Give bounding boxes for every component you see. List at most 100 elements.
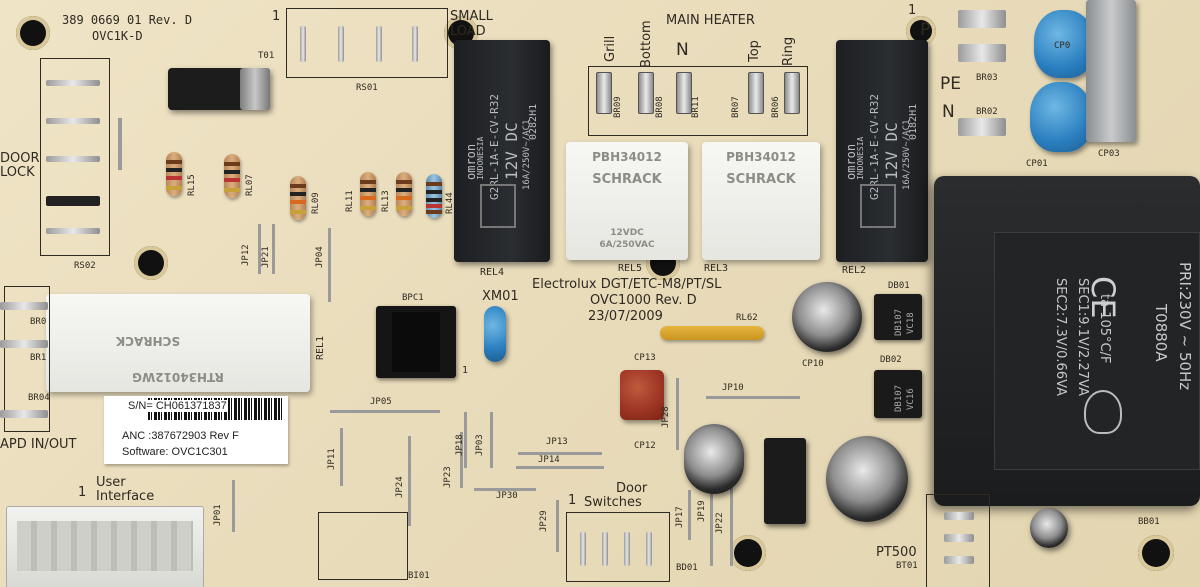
spade-terminal-br06 <box>784 72 800 114</box>
pt500-connector-outline <box>926 494 990 587</box>
mounting-hole <box>16 16 50 50</box>
transformer: PRI:230V ~ 50Hz T0880A ta 105°C/F SEC1:9… <box>934 176 1200 506</box>
electrolytic-capacitor <box>1030 508 1068 548</box>
resistor-rl13 <box>396 158 412 230</box>
mounting-hole <box>730 535 766 571</box>
ref-jp19: JP19 <box>697 500 707 522</box>
connector-pin <box>0 302 48 310</box>
label-pe: PE <box>940 74 961 94</box>
ref-bi01: BI01 <box>408 571 430 581</box>
relay-coil: 12VDC <box>610 228 644 238</box>
relay-rel5: PBH34012 SCHRACK 12VDC 6A/250VAC <box>566 142 688 260</box>
ref-br11: BR11 <box>691 96 701 118</box>
ref-bd01: BD01 <box>676 563 698 573</box>
connector-slots <box>17 521 193 571</box>
mounting-hole <box>1138 535 1174 571</box>
ref-rl07: RL07 <box>245 174 255 196</box>
ref-bt01: BT01 <box>896 561 918 571</box>
spade-terminal-n <box>958 118 1006 136</box>
resistor-rl07 <box>224 140 240 212</box>
connector-pin <box>624 532 630 566</box>
ref-jp21: JP21 <box>261 246 271 268</box>
ref-br09: BR09 <box>613 96 623 118</box>
ref-rs02: RS02 <box>74 261 96 271</box>
ref-jp17: JP17 <box>675 506 685 528</box>
electrolytic-capacitor <box>684 424 744 494</box>
ref-br07: BR07 <box>731 96 741 118</box>
ref-jp11: JP11 <box>327 448 337 470</box>
jumper-jp13 <box>518 452 602 455</box>
relay-model: PBH34012 <box>726 150 796 164</box>
ref-t01: T01 <box>258 51 275 61</box>
capacitor-cp0 <box>1034 10 1094 78</box>
connector-pin <box>944 534 974 542</box>
relay-date-code: 0282H1 <box>528 103 539 140</box>
ref-rs01: RS01 <box>356 83 378 93</box>
relay-country: INDONESIA <box>856 136 865 180</box>
sticker-software: Software: OVC1C301 <box>122 446 228 458</box>
ref-rl15: RL15 <box>187 174 197 196</box>
ref-jp12: JP12 <box>241 244 251 266</box>
pin-one-marker: 1 <box>462 365 469 376</box>
connector-pin <box>944 512 974 520</box>
ref-cp10: CP10 <box>802 359 824 369</box>
connector-pin <box>944 556 974 564</box>
bridge-marking: DB107 <box>894 308 904 336</box>
pin-one-marker: 1 <box>78 485 87 500</box>
board-silk-line-2: OVC1000 Rev. D <box>590 293 697 308</box>
ref-br0: BR0 <box>30 317 47 327</box>
relay-rating: 6A/250VAC <box>599 240 655 250</box>
capacitor-cp10 <box>792 282 862 352</box>
relay-date-code: 0182H1 <box>908 103 919 140</box>
heater-label-ring: Ring <box>781 36 796 66</box>
apd-connector-outline <box>4 286 50 432</box>
ref-jp14: JP14 <box>538 455 560 465</box>
jumper-jp10 <box>706 396 800 399</box>
capacitor-cp13 <box>620 370 664 420</box>
door-switches-label: Door <box>616 481 648 496</box>
door-lock-label-2: LOCK <box>0 165 35 180</box>
sticker-anc: ANC :387672903 Rev F <box>122 430 239 442</box>
ref-rl62: RL62 <box>736 313 758 323</box>
connector-pin <box>46 228 100 234</box>
relay-side-model: RTH34012WG <box>132 370 224 384</box>
spade-terminal-br08 <box>638 72 654 114</box>
ref-rel3: REL3 <box>704 263 729 274</box>
ref-cp12: CP12 <box>634 441 656 451</box>
board-silk-line-1: Electrolux DGT/ETC-M8/PT/SL <box>532 277 722 292</box>
capacitor-cp03 <box>1086 0 1136 142</box>
resistor-rl62 <box>660 326 764 340</box>
ref-db02: DB02 <box>880 355 902 365</box>
heater-label-n: N <box>676 40 689 60</box>
resistor-rl11 <box>360 158 376 230</box>
jumper-jp11 <box>340 428 343 486</box>
jumper <box>118 118 122 170</box>
ref-rl09: RL09 <box>311 192 321 214</box>
door-lock-label: DOOR <box>0 151 40 166</box>
capacitor-xm01 <box>484 306 506 362</box>
jumper-jp22 <box>730 480 733 566</box>
jumper-jp19 <box>710 490 713 566</box>
ref-br04: BR04 <box>28 393 50 403</box>
relay-brand: SCHRACK <box>592 172 662 187</box>
board-code: OVC1K-D <box>92 29 143 43</box>
board-silk-line-3: 23/07/2009 <box>588 309 663 324</box>
ref-br08: BR08 <box>655 96 665 118</box>
ref-rl13: RL13 <box>381 190 391 212</box>
spade-terminal-br09 <box>596 72 612 114</box>
heater-connector-outline <box>588 66 808 136</box>
ref-cp01: CP01 <box>1026 159 1048 169</box>
ref-jp10: JP10 <box>722 383 744 393</box>
main-heater-label: MAIN HEATER <box>666 13 755 28</box>
spade-terminal-br07 <box>748 72 764 114</box>
pt500-label: PT500 <box>876 545 917 560</box>
jumper-jp04 <box>328 228 331 302</box>
ref-jp30: JP30 <box>496 491 518 501</box>
ref-cp13: CP13 <box>634 353 656 363</box>
relay-rel2: omron INDONESIA G2RL-1A-E-CV-R32 12V DC … <box>836 40 928 262</box>
connector-pin <box>0 340 48 348</box>
safety-mark-icon <box>1084 390 1122 434</box>
relay-coil: 12V DC <box>882 122 901 180</box>
transformer-primary: PRI:230V ~ 50Hz <box>1176 262 1194 391</box>
